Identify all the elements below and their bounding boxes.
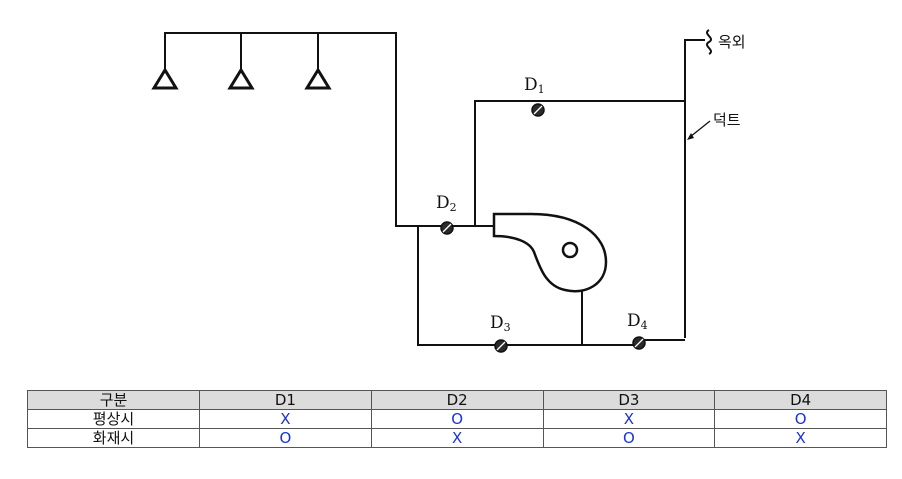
diffuser-icon-1 (151, 67, 179, 90)
cell-value: O (370, 409, 544, 429)
cell-value: O (714, 409, 887, 429)
damper-d2-label: D2 (436, 193, 457, 214)
damper-d3-label: D3 (490, 313, 511, 334)
fan-icon (492, 212, 608, 293)
header-d4: D4 (714, 390, 887, 410)
header-d3: D3 (542, 390, 716, 410)
header-d2: D2 (370, 390, 544, 410)
table-header-row: 구분 D1 D2 D3 D4 (27, 390, 887, 410)
table-row-fire: 화재시 O X O X (27, 428, 887, 448)
diffuser-icon-3 (304, 67, 332, 90)
header-category: 구분 (27, 390, 200, 410)
smoke-control-duct-diagram: D1 D2 D3 D4 옥외 덕트 (151, 29, 746, 353)
duct-branch-top (164, 32, 445, 227)
main-duct (684, 39, 705, 338)
damper-d4-label: D4 (627, 311, 648, 332)
duct-pointer-line (689, 120, 711, 138)
cell-value: X (542, 409, 716, 429)
damper-operation-table: 구분 D1 D2 D3 D4 평상시 X O X O 화재시 O X O X (27, 390, 887, 448)
cell-value: O (542, 428, 716, 448)
outdoor-break-icon (706, 29, 712, 55)
fan-hub-icon (561, 241, 579, 259)
duct-d1-branch (474, 100, 685, 226)
header-d1: D1 (199, 390, 372, 410)
outdoor-label: 옥외 (718, 33, 746, 51)
diffuser-icon-2 (227, 67, 255, 90)
damper-d1-label: D1 (524, 75, 545, 96)
cell-value: O (199, 428, 372, 448)
row-label: 화재시 (27, 428, 200, 448)
table-row-normal: 평상시 X O X O (27, 409, 887, 429)
cell-value: X (199, 409, 372, 429)
cell-value: X (714, 428, 887, 448)
duct-label: 덕트 (713, 111, 741, 129)
duct-pointer-arrow-icon (687, 133, 694, 140)
cell-value: X (370, 428, 544, 448)
row-label: 평상시 (27, 409, 200, 429)
